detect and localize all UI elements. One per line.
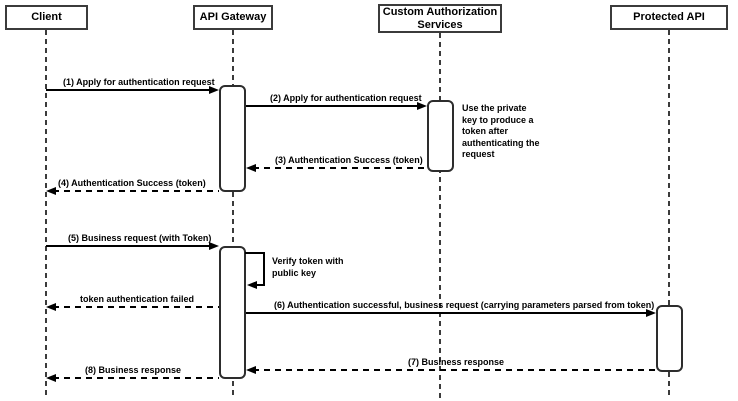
message-7-label: (7) Business response bbox=[408, 357, 505, 367]
message-4-arrowhead-icon bbox=[46, 187, 56, 195]
message-6-line bbox=[246, 312, 646, 314]
participant-custom-authorization-services: Custom Authorization Services bbox=[378, 4, 502, 33]
participant-protected-api-label: Protected API bbox=[633, 11, 705, 23]
message-failed-label: token authentication failed bbox=[80, 294, 195, 304]
message-2-arrowhead-icon bbox=[417, 102, 427, 110]
message-6-label: (6) Authentication successful, business … bbox=[274, 300, 655, 310]
message-2-label: (2) Apply for authentication request bbox=[270, 93, 422, 103]
activation-custom-authorization-services bbox=[427, 100, 454, 172]
message-7-line bbox=[253, 369, 656, 371]
message-1-arrowhead-icon bbox=[209, 86, 219, 94]
participant-protected-api: Protected API bbox=[610, 5, 728, 30]
message-3-arrowhead-icon bbox=[246, 164, 256, 172]
self-message-side-line bbox=[263, 252, 265, 286]
message-5-label: (5) Business request (with Token) bbox=[68, 233, 212, 243]
lifeline-custom-authorization-services bbox=[439, 33, 441, 399]
lifeline-protected-api bbox=[668, 30, 670, 399]
activation-protected-api bbox=[656, 305, 683, 372]
message-3-label: (3) Authentication Success (token) bbox=[275, 155, 423, 165]
message-4-label: (4) Authentication Success (token) bbox=[58, 178, 206, 188]
message-2-line bbox=[246, 105, 421, 107]
message-8-label: (8) Business response bbox=[85, 365, 182, 375]
message-8-line bbox=[53, 377, 219, 379]
message-5-line bbox=[46, 245, 213, 247]
participant-client: Client bbox=[5, 5, 88, 30]
self-message-arrowhead-icon bbox=[247, 281, 257, 289]
message-4-line bbox=[53, 190, 219, 192]
message-8-arrowhead-icon bbox=[46, 374, 56, 382]
message-5-arrowhead-icon bbox=[209, 242, 219, 250]
message-1-label: (1) Apply for authentication request bbox=[63, 77, 215, 87]
lifeline-client bbox=[45, 30, 47, 399]
message-failed-line bbox=[53, 306, 219, 308]
activation-api-gateway-business bbox=[219, 246, 246, 379]
message-3-line bbox=[253, 167, 427, 169]
self-message-bottom-line bbox=[255, 284, 265, 286]
message-1-line bbox=[46, 89, 213, 91]
self-message-top-line bbox=[245, 252, 265, 254]
message-6-arrowhead-icon bbox=[646, 309, 656, 317]
activation-api-gateway-auth bbox=[219, 85, 246, 192]
participant-client-label: Client bbox=[31, 11, 62, 23]
participant-custom-authorization-services-label: Custom Authorization Services bbox=[382, 5, 498, 31]
message-7-arrowhead-icon bbox=[246, 366, 256, 374]
participant-api-gateway-label: API Gateway bbox=[199, 11, 267, 23]
participant-api-gateway: API Gateway bbox=[193, 5, 273, 30]
note-private-key: Use the private key to produce a token a… bbox=[462, 103, 540, 159]
self-message-label: Verify token with public key bbox=[272, 256, 344, 278]
message-failed-arrowhead-icon bbox=[46, 303, 56, 311]
lifeline-api-gateway bbox=[232, 30, 234, 399]
